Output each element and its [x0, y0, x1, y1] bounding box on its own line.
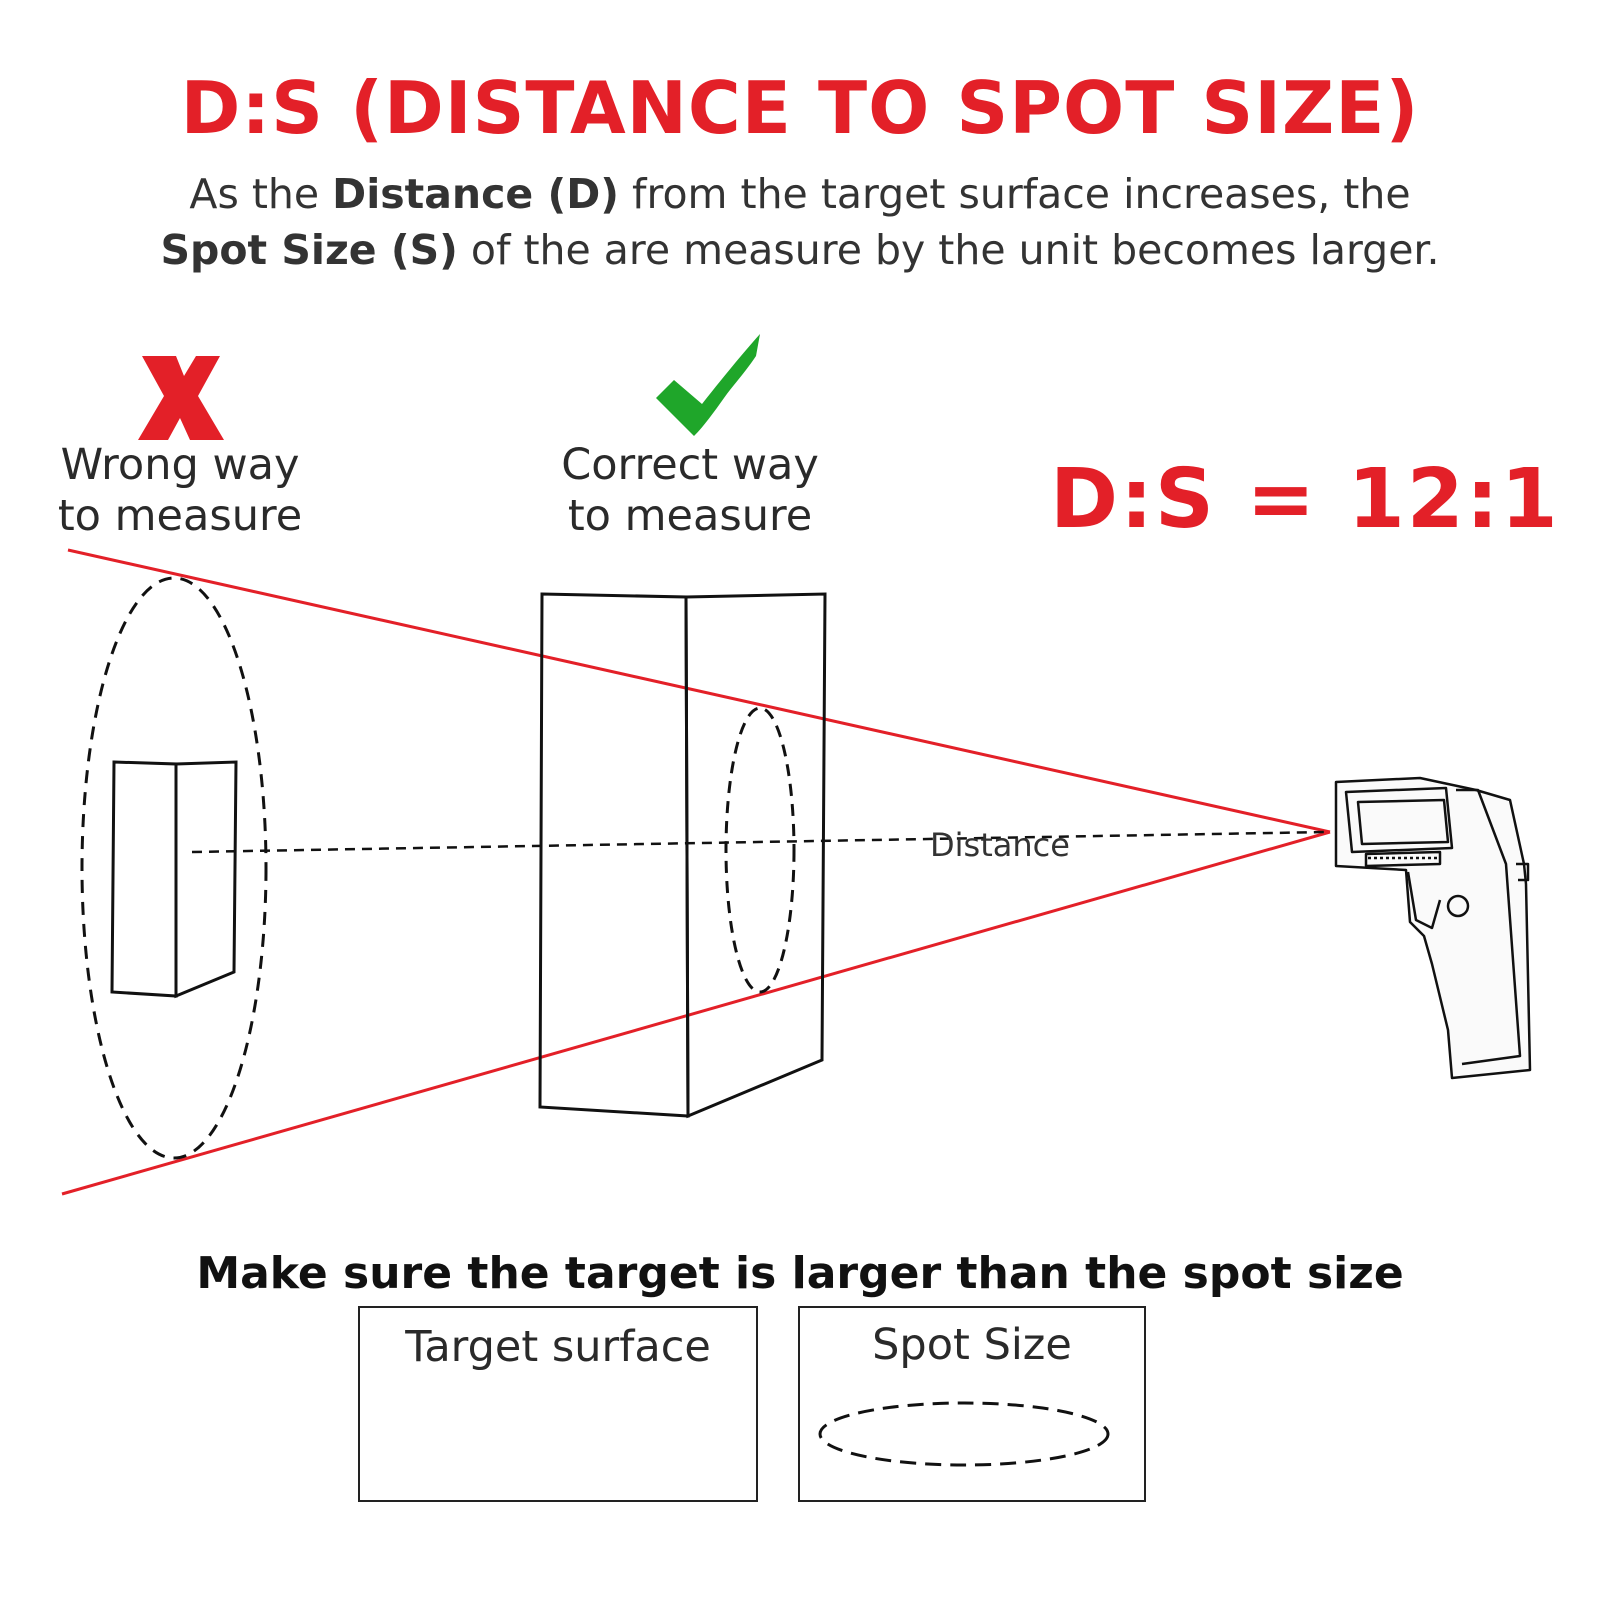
- subtitle-text: As the: [189, 170, 333, 218]
- correct-spot-ellipse: [724, 706, 796, 994]
- wrong-caption: Wrong way to measure: [40, 440, 320, 542]
- correct-caption-line-1: Correct way: [561, 440, 819, 490]
- wrong-spot-ellipse: [80, 576, 268, 1160]
- page-title: D:S (DISTANCE TO SPOT SIZE): [180, 66, 1420, 150]
- subtitle-bold-spot-size: Spot Size (S): [160, 226, 458, 274]
- subtitle-bold-distance: Distance (D): [332, 170, 620, 218]
- cone-lower-line: [61, 830, 1331, 1196]
- cross-icon: [138, 356, 224, 440]
- correct-caption: Correct way to measure: [540, 440, 840, 542]
- wrong-target-box: [110, 760, 238, 999]
- legend-target-surface: Target surface: [358, 1306, 758, 1502]
- legend-spot-size: Spot Size: [798, 1306, 1146, 1502]
- target-size-note: Make sure the target is larger than the …: [196, 1248, 1404, 1299]
- correct-caption-line-2: to measure: [567, 491, 813, 541]
- subtitle-text: from the target surface increases, the: [619, 170, 1411, 218]
- cone-upper-line: [67, 548, 1331, 834]
- legend-spot-size-label: Spot Size: [872, 1320, 1072, 1370]
- thermometer-gun-icon: [1334, 776, 1532, 1080]
- correct-target-box: [538, 592, 827, 1119]
- subtitle-line-1: As the Distance (D) from the target surf…: [60, 166, 1540, 222]
- subtitle-line-2: Spot Size (S) of the are measure by the …: [60, 222, 1540, 278]
- legend-target-surface-label: Target surface: [405, 1322, 711, 1372]
- distance-label: Distance: [930, 826, 1070, 864]
- subtitle-text: of the are measure by the unit becomes l…: [457, 226, 1440, 274]
- wrong-caption-line-1: Wrong way: [60, 440, 300, 490]
- distance-line: [191, 830, 1327, 854]
- ds-ratio-label: D:S = 12:1: [1050, 452, 1560, 547]
- subtitle: As the Distance (D) from the target surf…: [60, 166, 1540, 278]
- check-icon: [656, 334, 760, 436]
- legend-spot-size-shape: [818, 1401, 1110, 1467]
- wrong-caption-line-2: to measure: [57, 491, 303, 541]
